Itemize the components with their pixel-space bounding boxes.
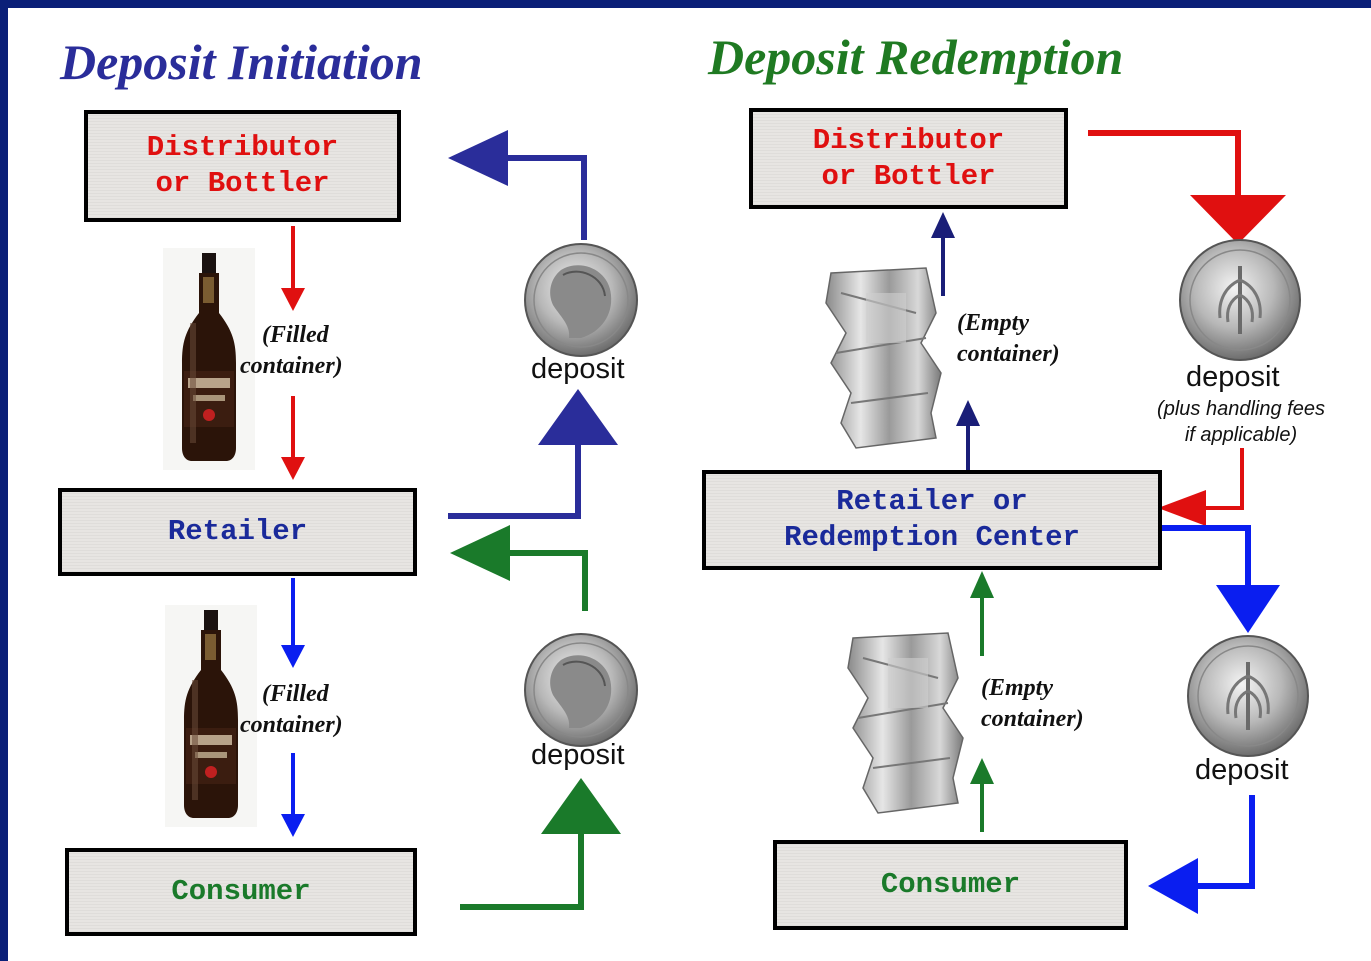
crushed-can-icon: [847, 632, 964, 814]
dime-tails-icon: [1179, 239, 1301, 361]
empty-container-arrow-navy: [931, 212, 980, 470]
empty-container-arrow-green: [970, 571, 994, 832]
deposit-redemption-title: Deposit Redemption: [708, 29, 1124, 85]
retailer-label-line2: Redemption Center: [784, 521, 1080, 554]
redemption-arrow-red: [1088, 130, 1286, 526]
consumer-box-left: Consumer: [65, 848, 417, 936]
retailer-redemption-box: Retailer or Redemption Center: [702, 470, 1162, 570]
retailer-label: Retailer: [167, 515, 308, 548]
deposit-arrow-to-retailer: [450, 525, 621, 910]
handling-fees-note: (plus handling fees if applicable): [1157, 398, 1325, 446]
consumer-box-right: Consumer: [773, 840, 1128, 930]
distributor-box-left: Distributor or Bottler: [84, 110, 401, 222]
deposit-label: deposit: [1186, 361, 1280, 393]
distributor-label-line2: or Bottler: [155, 167, 330, 200]
redemption-arrow-blue: [1148, 525, 1280, 914]
flow-arrows: [163, 130, 1309, 914]
consumer-label: Consumer: [171, 875, 311, 908]
filled-container-label: (Filled container): [240, 322, 343, 379]
filled-container-arrow-red: [281, 226, 305, 480]
deposit-arrow-to-distributor: [448, 130, 618, 519]
deposit-label: deposit: [1195, 754, 1289, 786]
distributor-label-line1: Distributor: [146, 131, 339, 164]
empty-container-label: (Empty container): [957, 310, 1060, 367]
empty-container-label: (Empty container): [981, 675, 1084, 732]
filled-container-label: (Filled container): [240, 681, 343, 738]
deposit-label: deposit: [531, 353, 625, 385]
distributor-box-right: Distributor or Bottler: [749, 108, 1068, 209]
consumer-label: Consumer: [880, 868, 1021, 901]
dime-heads-icon: [524, 243, 638, 357]
beer-bottle-icon: [165, 605, 257, 827]
distributor-label-line2: or Bottler: [821, 159, 996, 193]
beer-bottle-icon: [163, 248, 255, 470]
distributor-label-line1: Distributor: [812, 123, 1005, 157]
filled-container-arrow-blue: [281, 578, 305, 837]
dime-tails-icon: [1187, 635, 1309, 757]
dime-heads-icon: [524, 633, 638, 747]
diagram-canvas: Deposit Initiation Deposit Redemption Di…: [8, 8, 1371, 961]
crushed-can-icon: [825, 267, 942, 449]
deposit-label: deposit: [531, 739, 625, 771]
retailer-label-line1: Retailer or: [836, 485, 1028, 518]
deposit-initiation-title: Deposit Initiation: [60, 34, 423, 90]
retailer-box-left: Retailer: [58, 488, 417, 576]
